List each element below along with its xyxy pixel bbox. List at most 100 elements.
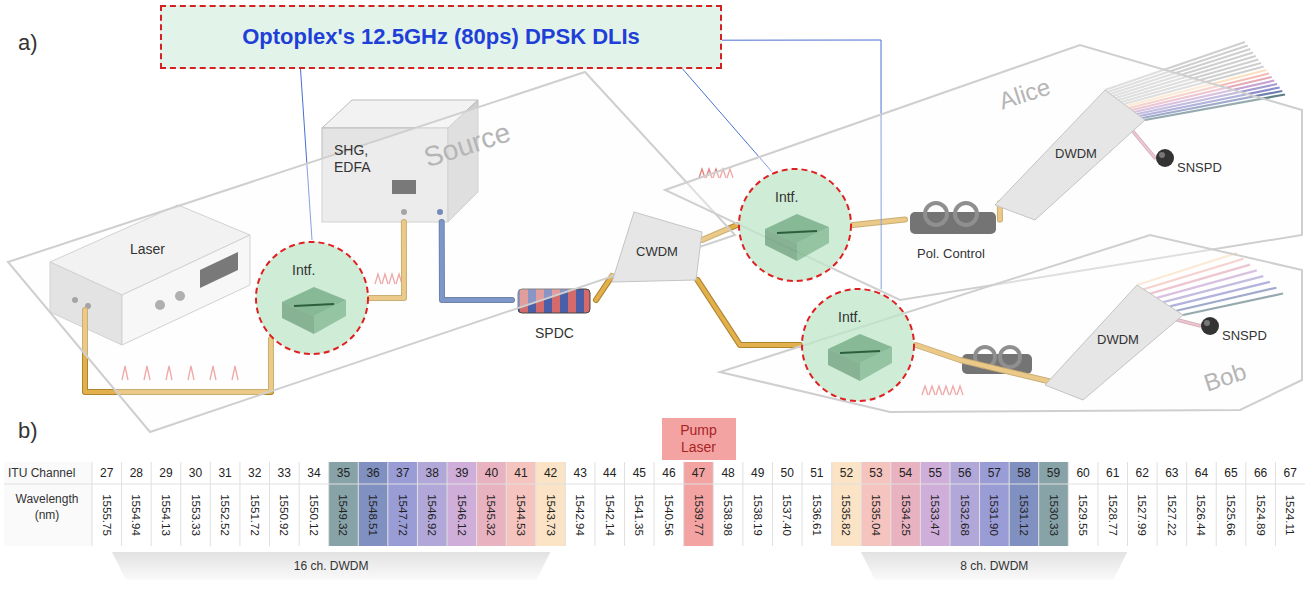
channel-number: 37 [388,462,418,484]
channel-number: 32 [240,462,270,484]
wavelength-value: 1538.98 [721,487,735,543]
optical-fiber [698,280,801,345]
node-label: DWDM [1097,332,1139,348]
node-label: Laser [130,241,165,258]
wavelength-value: 1540.56 [662,487,676,543]
channel-table-grid [4,462,1305,546]
callout-box: Optoplex's 12.5GHz (80ps) DPSK DLIs [160,5,722,69]
channel-number: 55 [920,462,950,484]
wavelength-value: 1542.14 [603,487,617,543]
spdc-crystal-label: SPDC [512,285,596,345]
wavelength-value: 1555.75 [100,487,114,543]
wavelength-value: 1547.72 [396,487,410,543]
channel-number: 62 [1127,462,1157,484]
wavelength-value: 1552.52 [218,487,232,543]
channel-number: 58 [1009,462,1039,484]
channel-number: 28 [122,462,152,484]
node-label: Intf. [775,189,798,206]
wavelength-value: 1536.61 [810,487,824,543]
wavelength-value: 1553.33 [189,487,203,543]
table-header: Wavelength (nm) [4,492,90,523]
wavelength-value: 1530.33 [1047,487,1061,543]
channel-number: 49 [743,462,773,484]
channel-number: 63 [1157,462,1187,484]
channel-number: 64 [1187,462,1217,484]
channel-number: 48 [713,462,743,484]
wavelength-value: 1529.55 [1076,487,1090,543]
interferometer: Intf. [254,240,370,356]
wavelength-value: 1526.44 [1194,487,1208,543]
node-label: Intf. [292,262,315,279]
channel-number: 66 [1246,462,1276,484]
dwdm-demux: DWDM [1045,280,1183,400]
channel-number: 44 [595,462,625,484]
snspd-detector: SNSPD [1200,308,1285,356]
wavelength-value: 1546.92 [425,487,439,543]
channel-number: 67 [1275,462,1305,484]
wavelength-value: 1531.12 [1017,487,1031,543]
channel-number: 50 [772,462,802,484]
wavelength-value: 1528.77 [1106,487,1120,543]
node-label: CWDM [636,244,678,260]
cwdm-filter: CWDM [612,212,702,292]
wavelength-value: 1554.94 [129,487,143,543]
channel-number: 29 [151,462,181,484]
node-label: SHG, EDFA [334,142,384,176]
channel-number: 36 [358,462,388,484]
wavelength-value: 1537.40 [780,487,794,543]
wavelength-value: 1539.77 [692,487,706,543]
wavelength-value: 1533.47 [928,487,942,543]
channel-number: 59 [1039,462,1069,484]
node-label: SPDC [535,325,574,342]
wavelength-value: 1549.32 [336,487,350,543]
snspd-detector: SNSPD [1155,140,1240,188]
bob-panel: BobIntf.DWDMSNSPD [700,230,1305,415]
channel-number: 46 [654,462,684,484]
interferometer: Intf. [800,287,916,403]
channel-number: 31 [210,462,240,484]
node-label: DWDM [1055,146,1097,162]
channel-number: 38 [417,462,447,484]
laser-box: Laser [50,205,250,345]
polarization-control: Pol. Control [905,198,1000,270]
interferometer-outline [800,287,916,403]
channel-number: 45 [625,462,655,484]
wavelength-value: 1554.13 [159,487,173,543]
wavelength-value: 1527.22 [1165,487,1179,543]
pump-laser-marker: Pump Laser [662,418,736,460]
wavelength-value: 1532.68 [958,487,972,543]
wavelength-value: 1531.90 [987,487,1001,543]
wavelength-value: 1527.99 [1135,487,1149,543]
channel-number: 57 [980,462,1010,484]
node-label: Pol. Control [917,246,985,262]
channel-number: 56 [950,462,980,484]
node-label: 8 ch. DWDM [960,559,1028,573]
wavelength-value: 1546.12 [455,487,469,543]
channel-band: 8 ch. DWDM [861,552,1127,580]
panel-letter: b) [18,418,38,444]
node-label: 16 ch. DWDM [294,559,369,573]
wavelength-value: 1535.04 [869,487,883,543]
channel-number: 53 [861,462,891,484]
channel-number: 43 [565,462,595,484]
channel-number: 47 [684,462,714,484]
channel-band: 16 ch. DWDM [112,552,550,580]
channel-number: 65 [1216,462,1246,484]
node-label: Optoplex's 12.5GHz (80ps) DPSK DLIs [242,24,640,50]
source-panel: SourceLaserIntf.SHG, EDFASPDCCWDM [5,62,740,437]
node-label: Intf. [838,309,861,326]
channel-number: 61 [1098,462,1128,484]
channel-number: 51 [802,462,832,484]
channel-number: 39 [447,462,477,484]
channel-number: 41 [506,462,536,484]
wavelength-value: 1550.92 [277,487,291,543]
channel-number: 54 [891,462,921,484]
channel-number: 42 [536,462,566,484]
channel-number: 33 [270,462,300,484]
channel-number: 35 [329,462,359,484]
table-header: ITU Channel [4,462,90,484]
node-label: SNSPD [1177,160,1222,176]
interferometer-outline [254,240,370,356]
wavelength-value: 1524.11 [1283,487,1297,543]
wavelength-value: 1550.12 [307,487,321,543]
